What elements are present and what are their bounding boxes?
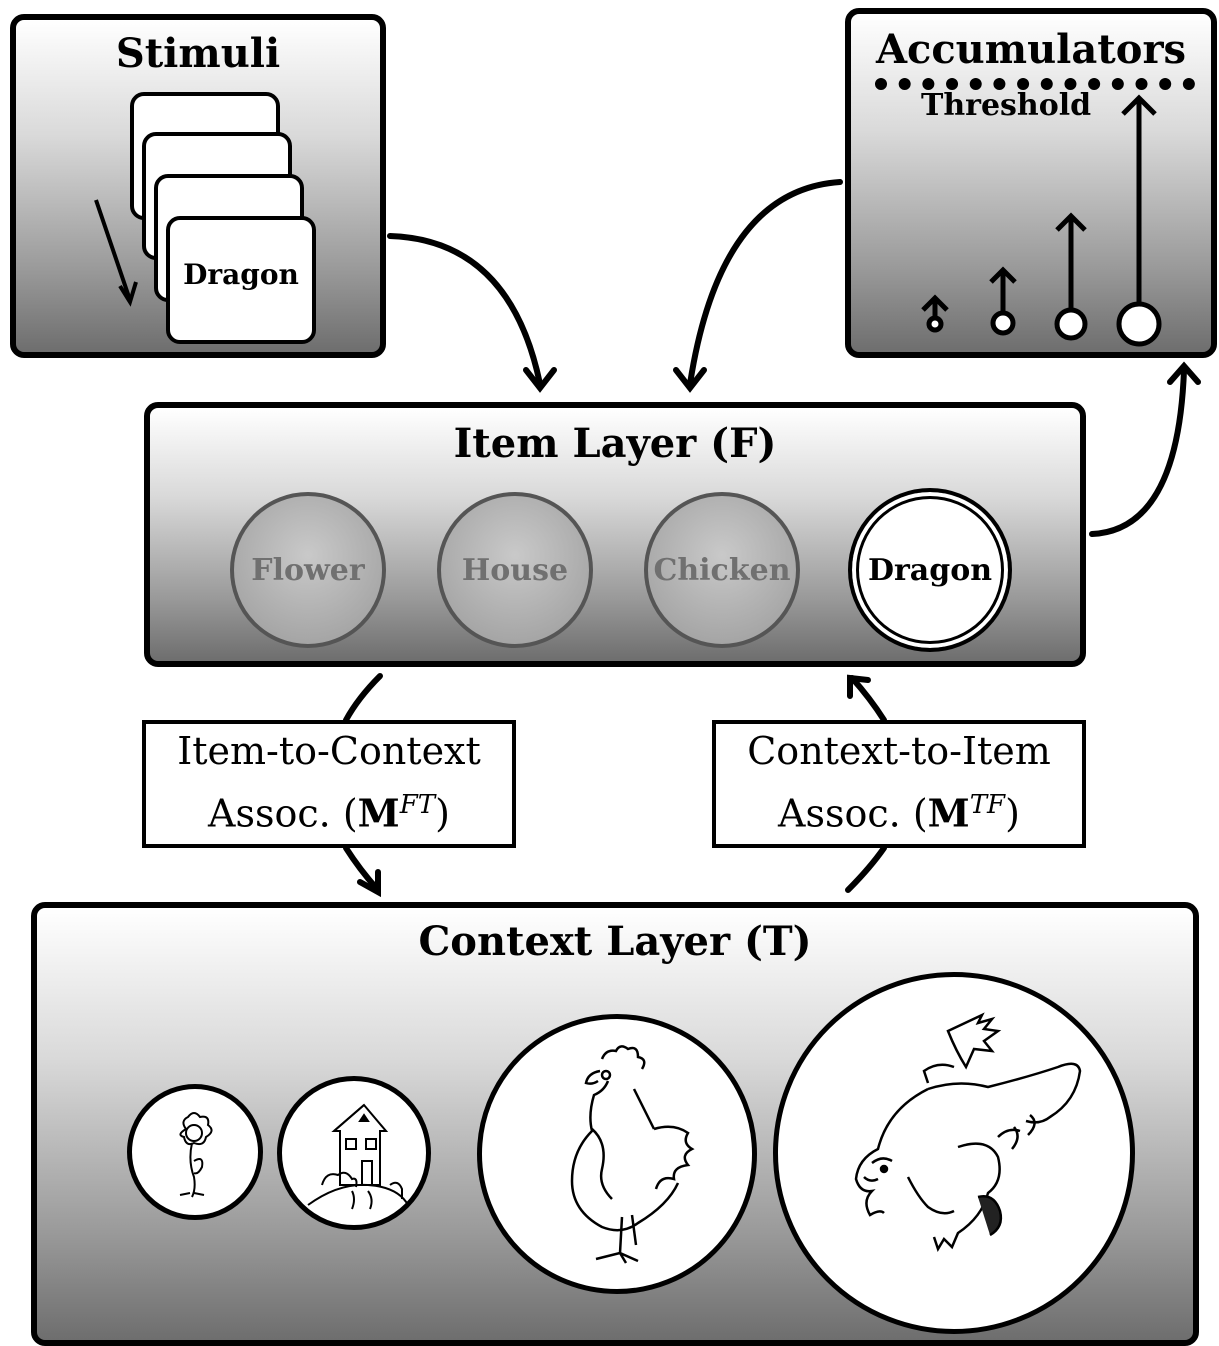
item-node-label: Chicken [653, 552, 791, 588]
stimuli-title: Stimuli [115, 30, 281, 77]
context-to-item-arrowhead [847, 674, 871, 699]
stimuli-to-item-arrow [387, 233, 543, 387]
threshold-line [875, 78, 1195, 90]
accumulator-4 [1116, 94, 1162, 347]
context-node-flower [127, 1084, 263, 1220]
item-to-context-arrowhead [357, 869, 381, 898]
stimulus-card-current: Dragon [166, 216, 316, 344]
item-to-context-arrow-top [343, 673, 383, 723]
context-to-item-arrow-top [849, 675, 887, 723]
accumulators-to-item-arrow [687, 179, 843, 387]
context-node-dragon [773, 972, 1135, 1334]
context-node-chicken [477, 1014, 757, 1294]
item-node-label: Dragon [867, 552, 993, 588]
accumulator-1 [921, 294, 949, 333]
flower-icon [179, 1112, 213, 1198]
context-layer-title: Context Layer (T) [418, 918, 812, 965]
context-to-item-arrow-bottom [845, 845, 887, 893]
item-to-accumulators-arrowhead [1167, 361, 1201, 385]
dragon-icon [854, 1012, 1082, 1252]
item-to-context-arrow-bottom [343, 845, 381, 893]
item-node-flower: Flower [230, 492, 386, 648]
house-icon [307, 1103, 409, 1210]
assoc-line1: Item-to-Context [177, 729, 481, 773]
accumulator-2 [989, 266, 1017, 336]
item-node-label: House [461, 552, 569, 588]
stimuli-panel: Stimuli Dragon [10, 14, 386, 358]
context-to-item-assoc-box: Context-to-Item Assoc. (MTF) [712, 720, 1086, 848]
item-node-dragon: Dragon [848, 488, 1012, 652]
assoc-prefix: Assoc. [208, 791, 331, 836]
item-node-house: House [437, 492, 593, 648]
context-node-house [277, 1076, 431, 1230]
accumulator-3 [1054, 212, 1088, 341]
item-node-chicken: Chicken [644, 492, 800, 648]
chicken-icon [570, 1045, 695, 1264]
assoc-line1: Context-to-Item [747, 729, 1051, 773]
assoc-line2: Assoc. (MFT) [208, 790, 450, 836]
item-node-label: Flower [251, 552, 365, 588]
assoc-matrix: M [927, 790, 970, 836]
stimuli-to-item-arrowhead [523, 367, 557, 393]
threshold-label: Threshold [921, 88, 1092, 123]
accumulators-to-item-arrowhead [673, 367, 707, 393]
assoc-matrix: M [357, 790, 400, 836]
assoc-prefix: Assoc. [778, 791, 901, 836]
item-layer-title: Item Layer (F) [453, 420, 777, 467]
assoc-superscript: TF [969, 790, 1006, 820]
accumulator-bars [921, 94, 1162, 347]
stimulus-word: Dragon [183, 258, 299, 291]
accumulators-panel: Accumulators Threshold [845, 8, 1217, 358]
accumulators-title: Accumulators [875, 26, 1187, 73]
sequence-arrow-icon [94, 199, 138, 307]
item-layer-panel: Item Layer (F) Flower House Chicken Drag… [144, 402, 1086, 667]
assoc-superscript: FT [399, 790, 436, 820]
assoc-line2: Assoc. (MTF) [778, 790, 1020, 836]
context-layer-panel: Context Layer (T) [31, 902, 1199, 1346]
item-to-context-assoc-box: Item-to-Context Assoc. (MFT) [142, 720, 516, 848]
item-to-accumulators-arrow [1089, 367, 1187, 537]
